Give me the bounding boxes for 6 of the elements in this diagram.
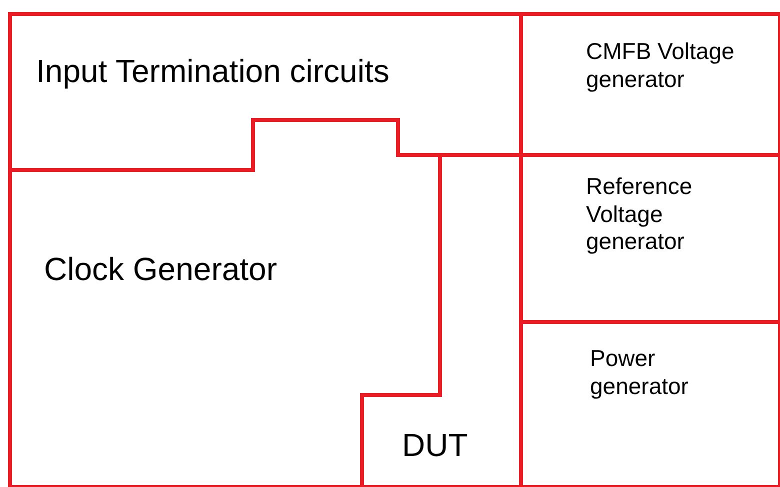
block-label: Clock Generator: [44, 250, 278, 288]
block-label: Reference Voltage generator: [586, 173, 694, 256]
block-label: Power generator: [590, 345, 690, 400]
block-label: CMFB Voltage generator: [586, 38, 736, 94]
block-label: Input Termination circuits: [36, 52, 390, 90]
block-label: DUT: [402, 426, 469, 464]
